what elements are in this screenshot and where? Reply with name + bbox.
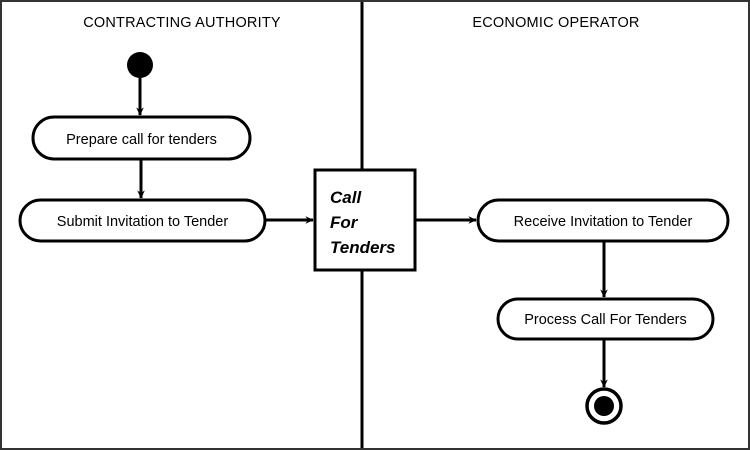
activity-shape-receive-invitation-to-tender bbox=[476, 198, 730, 243]
activity-label-receive-invitation-to-tender: Receive Invitation to Tender bbox=[514, 214, 693, 230]
swimlane-header-economic-operator: ECONOMIC OPERATOR bbox=[472, 15, 639, 31]
activity-node-process-call-for-tenders[interactable]: Process Call For Tenders bbox=[496, 297, 715, 341]
final-node-icon bbox=[585, 387, 623, 425]
object-node-box bbox=[313, 168, 417, 272]
swimlane-header-contracting-authority: CONTRACTING AUTHORITY bbox=[83, 15, 281, 31]
final-node-dot bbox=[594, 396, 614, 416]
activity-node-receive-invitation-to-tender[interactable]: Receive Invitation to Tender bbox=[476, 198, 730, 243]
activity-shape-process-call-for-tenders bbox=[496, 297, 715, 341]
activity-node-submit-invitation-to-tender[interactable]: Submit Invitation to Tender bbox=[18, 198, 267, 243]
control-flow-group bbox=[136, 78, 608, 388]
activity-label-prepare-call-for-tenders: Prepare call for tenders bbox=[66, 132, 217, 148]
activity-label-process-call-for-tenders: Process Call For Tenders bbox=[524, 312, 687, 328]
object-node-label-line-3: Tenders bbox=[330, 238, 396, 257]
activity-shape-submit-invitation-to-tender bbox=[18, 198, 267, 243]
initial-node-icon bbox=[127, 52, 153, 78]
activity-node-prepare-call-for-tenders[interactable]: Prepare call for tenders bbox=[31, 115, 252, 161]
object-node-label-line-1: Call bbox=[330, 188, 362, 207]
activity-label-submit-invitation-to-tender: Submit Invitation to Tender bbox=[57, 214, 229, 230]
object-node-call-for-tenders[interactable]: Call For Tenders bbox=[313, 168, 417, 272]
activity-shape-prepare-call-for-tenders bbox=[31, 115, 252, 161]
object-node-label-line-2: For bbox=[330, 213, 359, 232]
